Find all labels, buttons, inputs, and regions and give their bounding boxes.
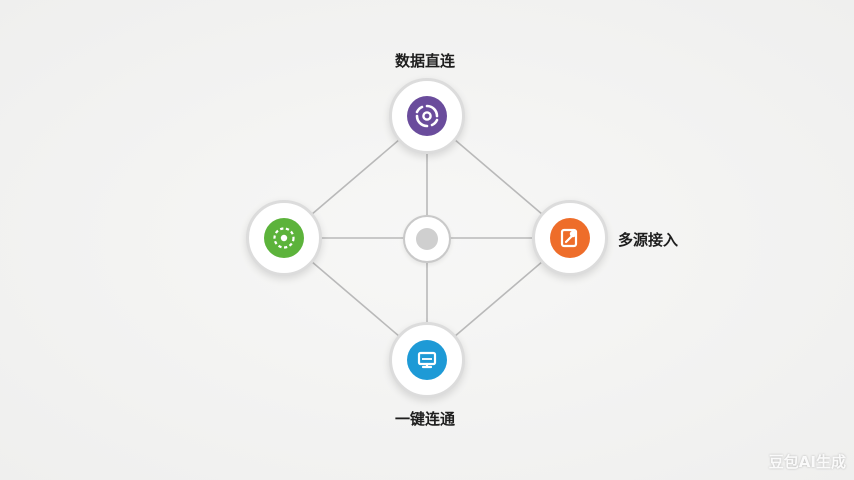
node-right-label: 多源接入 (618, 231, 679, 249)
center-hub (403, 215, 451, 263)
target-icon (264, 218, 304, 258)
node-left (246, 200, 322, 276)
node-top (389, 78, 465, 154)
edit-note-icon (550, 218, 590, 258)
monitor-icon (407, 340, 447, 380)
hub-dot (416, 228, 438, 250)
node-right (532, 200, 608, 276)
sync-icon (407, 96, 447, 136)
watermark: 豆包AI生成 (768, 453, 846, 471)
node-bottom-label: 一键连通 (395, 410, 456, 428)
node-bottom (389, 322, 465, 398)
node-top-label: 数据直连 (395, 52, 456, 70)
